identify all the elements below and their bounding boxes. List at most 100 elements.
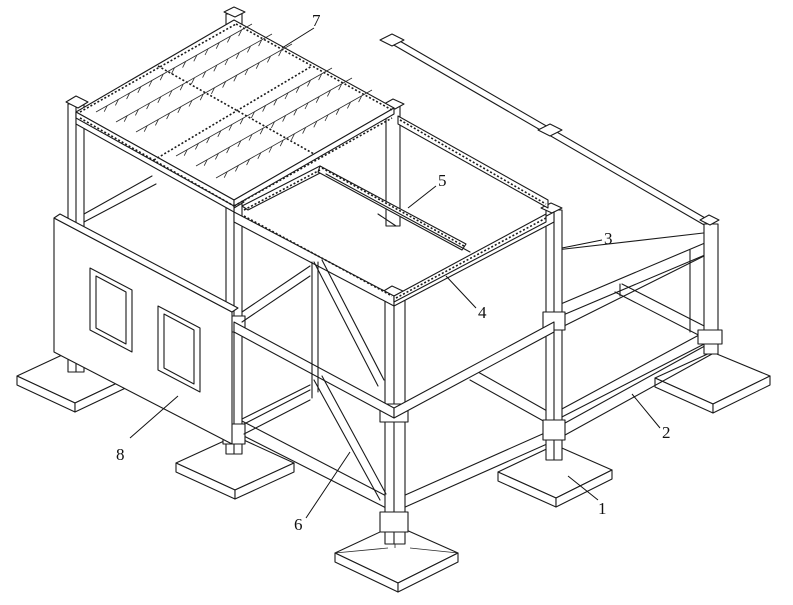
rib-tick [215, 42, 220, 49]
rib-tick [246, 158, 250, 166]
rib-tick [262, 105, 266, 112]
rib-tick [247, 46, 251, 53]
rib-tick [271, 121, 275, 129]
leader-6 [305, 451, 351, 519]
rib-tick [211, 87, 215, 95]
rib-tick [295, 86, 300, 93]
leader-5 [407, 185, 437, 209]
rib-tick [137, 86, 142, 93]
rib-tick [115, 99, 119, 106]
rib-tick [293, 109, 298, 116]
rib-tick [155, 119, 159, 126]
rib-tick [237, 140, 242, 147]
rib-tick [171, 67, 175, 75]
rib-tick [168, 90, 173, 97]
rib-tick [146, 102, 150, 110]
column-middle [383, 98, 405, 227]
callout-8: 8 [116, 445, 125, 464]
rib-tick [358, 95, 362, 103]
rib-tick [258, 39, 262, 47]
rib-tick [228, 124, 233, 131]
rib-tick [224, 58, 229, 66]
leader-3 [561, 239, 603, 249]
roof-panel-ribs [103, 29, 362, 178]
leader-2 [631, 393, 661, 429]
rib-tick [239, 118, 244, 125]
rib-tick [177, 106, 182, 113]
rib-tick [279, 140, 284, 147]
wall-panel [53, 213, 239, 445]
rib-tick [233, 75, 238, 82]
rib-tick [222, 81, 226, 88]
rib-tick [307, 80, 311, 87]
rib-tick [148, 80, 153, 87]
rib-tick [335, 108, 340, 115]
callout-3: 3 [604, 229, 613, 248]
callouts: 1 2 3 4 5 6 7 8 [116, 11, 671, 534]
rib-tick [302, 127, 306, 134]
rib-tick [259, 128, 264, 135]
callout-1: 1 [598, 499, 607, 518]
diagonal-braces [311, 259, 387, 501]
rib-tick [204, 48, 209, 56]
rib-tick [338, 83, 342, 91]
rib-tick [267, 56, 271, 63]
rib-tick [327, 90, 331, 97]
rib-tick [206, 136, 210, 144]
footing-right-back [654, 351, 771, 414]
ground-beams [231, 283, 713, 513]
rib-tick [199, 94, 204, 101]
rib-tick [203, 159, 208, 166]
leader-1 [567, 475, 599, 501]
leader-4 [445, 275, 477, 309]
leader-7 [281, 27, 315, 49]
callout-6: 6 [294, 515, 303, 534]
rib-tick [244, 68, 249, 76]
rib-tick [248, 134, 253, 141]
rib-tick [251, 111, 255, 119]
rib-tick [103, 105, 108, 112]
rib-tick [278, 49, 282, 57]
rib-tick [304, 102, 309, 110]
callout-4: 4 [478, 303, 487, 322]
rib-tick [202, 71, 206, 78]
rib-tick [191, 77, 195, 85]
rib-tick [143, 125, 148, 132]
rib-tick [159, 74, 164, 81]
rib-tick [188, 100, 193, 107]
rib-tick [126, 92, 130, 100]
rib-tick [182, 61, 186, 68]
rib-tick [226, 146, 230, 154]
rib-tick [284, 92, 289, 100]
rib-tick [193, 55, 198, 62]
rib-tick [273, 99, 278, 106]
rib-tick [179, 84, 184, 91]
rib-tick [235, 52, 240, 59]
rib-tick [257, 152, 262, 159]
rib-tick [291, 133, 295, 141]
callout-2: 2 [662, 423, 671, 442]
rib-tick [282, 115, 286, 122]
right-extension-frame [379, 33, 723, 421]
rib-tick [313, 121, 318, 128]
rib-tick [324, 114, 329, 122]
rib-tick [183, 149, 188, 156]
column-front-corner [379, 285, 409, 545]
rib-tick [135, 109, 139, 116]
rib-tick [217, 130, 222, 137]
leader-8 [129, 395, 179, 439]
footings [16, 348, 771, 593]
rib-tick [195, 143, 199, 150]
callout-5: 5 [438, 171, 447, 190]
rib-tick [157, 96, 162, 103]
rib-tick [318, 73, 322, 81]
rib-tick [347, 102, 351, 109]
rib-tick [238, 29, 242, 37]
rib-tick [268, 146, 273, 153]
rib-tick [255, 62, 260, 69]
rib-tick [235, 165, 239, 172]
rib-tick [215, 153, 219, 160]
footing-front [334, 524, 459, 593]
rib-tick [166, 112, 170, 120]
